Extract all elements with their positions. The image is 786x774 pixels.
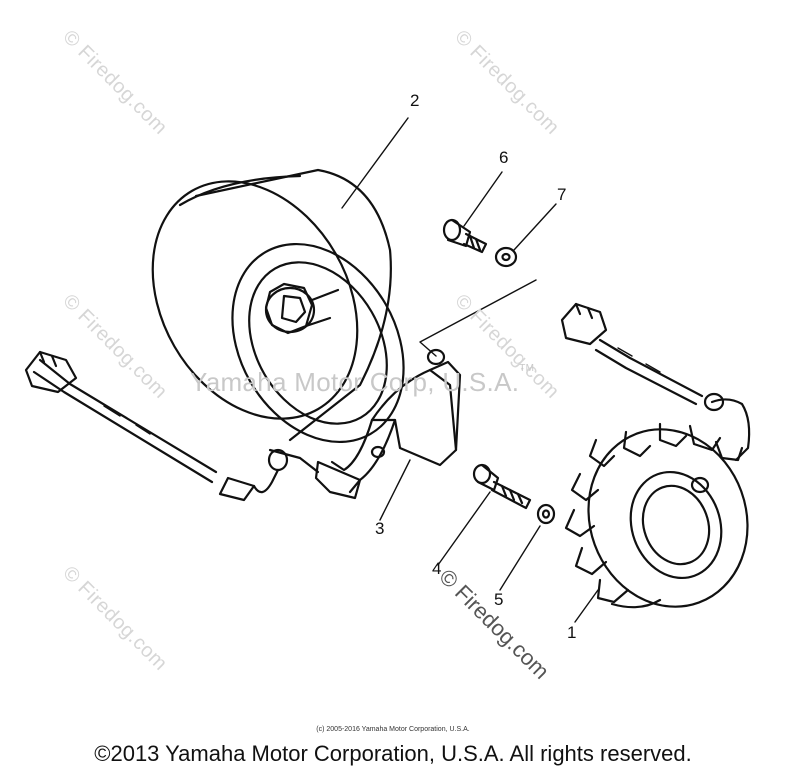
leader-lines [103, 117, 661, 623]
callout-2: 2 [410, 91, 420, 110]
flywheel-rotor [151, 168, 405, 444]
pickup-coil [24, 348, 462, 502]
watermark-yamaha-text: Yamaha Motor Corp, U.S.A. [190, 367, 520, 397]
callout-6: 6 [499, 148, 509, 167]
watermark-yamaha: Yamaha Motor Corp, U.S.A.TM [190, 363, 534, 398]
small-copyright: (c) 2005-2016 Yamaha Motor Corporation, … [316, 726, 470, 733]
watermark-tm: TM [519, 363, 535, 374]
screw-4 [472, 463, 532, 510]
washer-5 [536, 503, 556, 525]
copyright: ©2013 Yamaha Motor Corporation, U.S.A. A… [94, 741, 692, 766]
bolt-6 [442, 218, 488, 254]
washer-7 [494, 246, 518, 268]
callout-1: 1 [567, 623, 577, 642]
callout-4: 4 [432, 559, 442, 578]
callout-7: 7 [557, 185, 567, 204]
callout-5: 5 [494, 590, 504, 609]
callout-3: 3 [375, 519, 385, 538]
stator [560, 302, 751, 609]
